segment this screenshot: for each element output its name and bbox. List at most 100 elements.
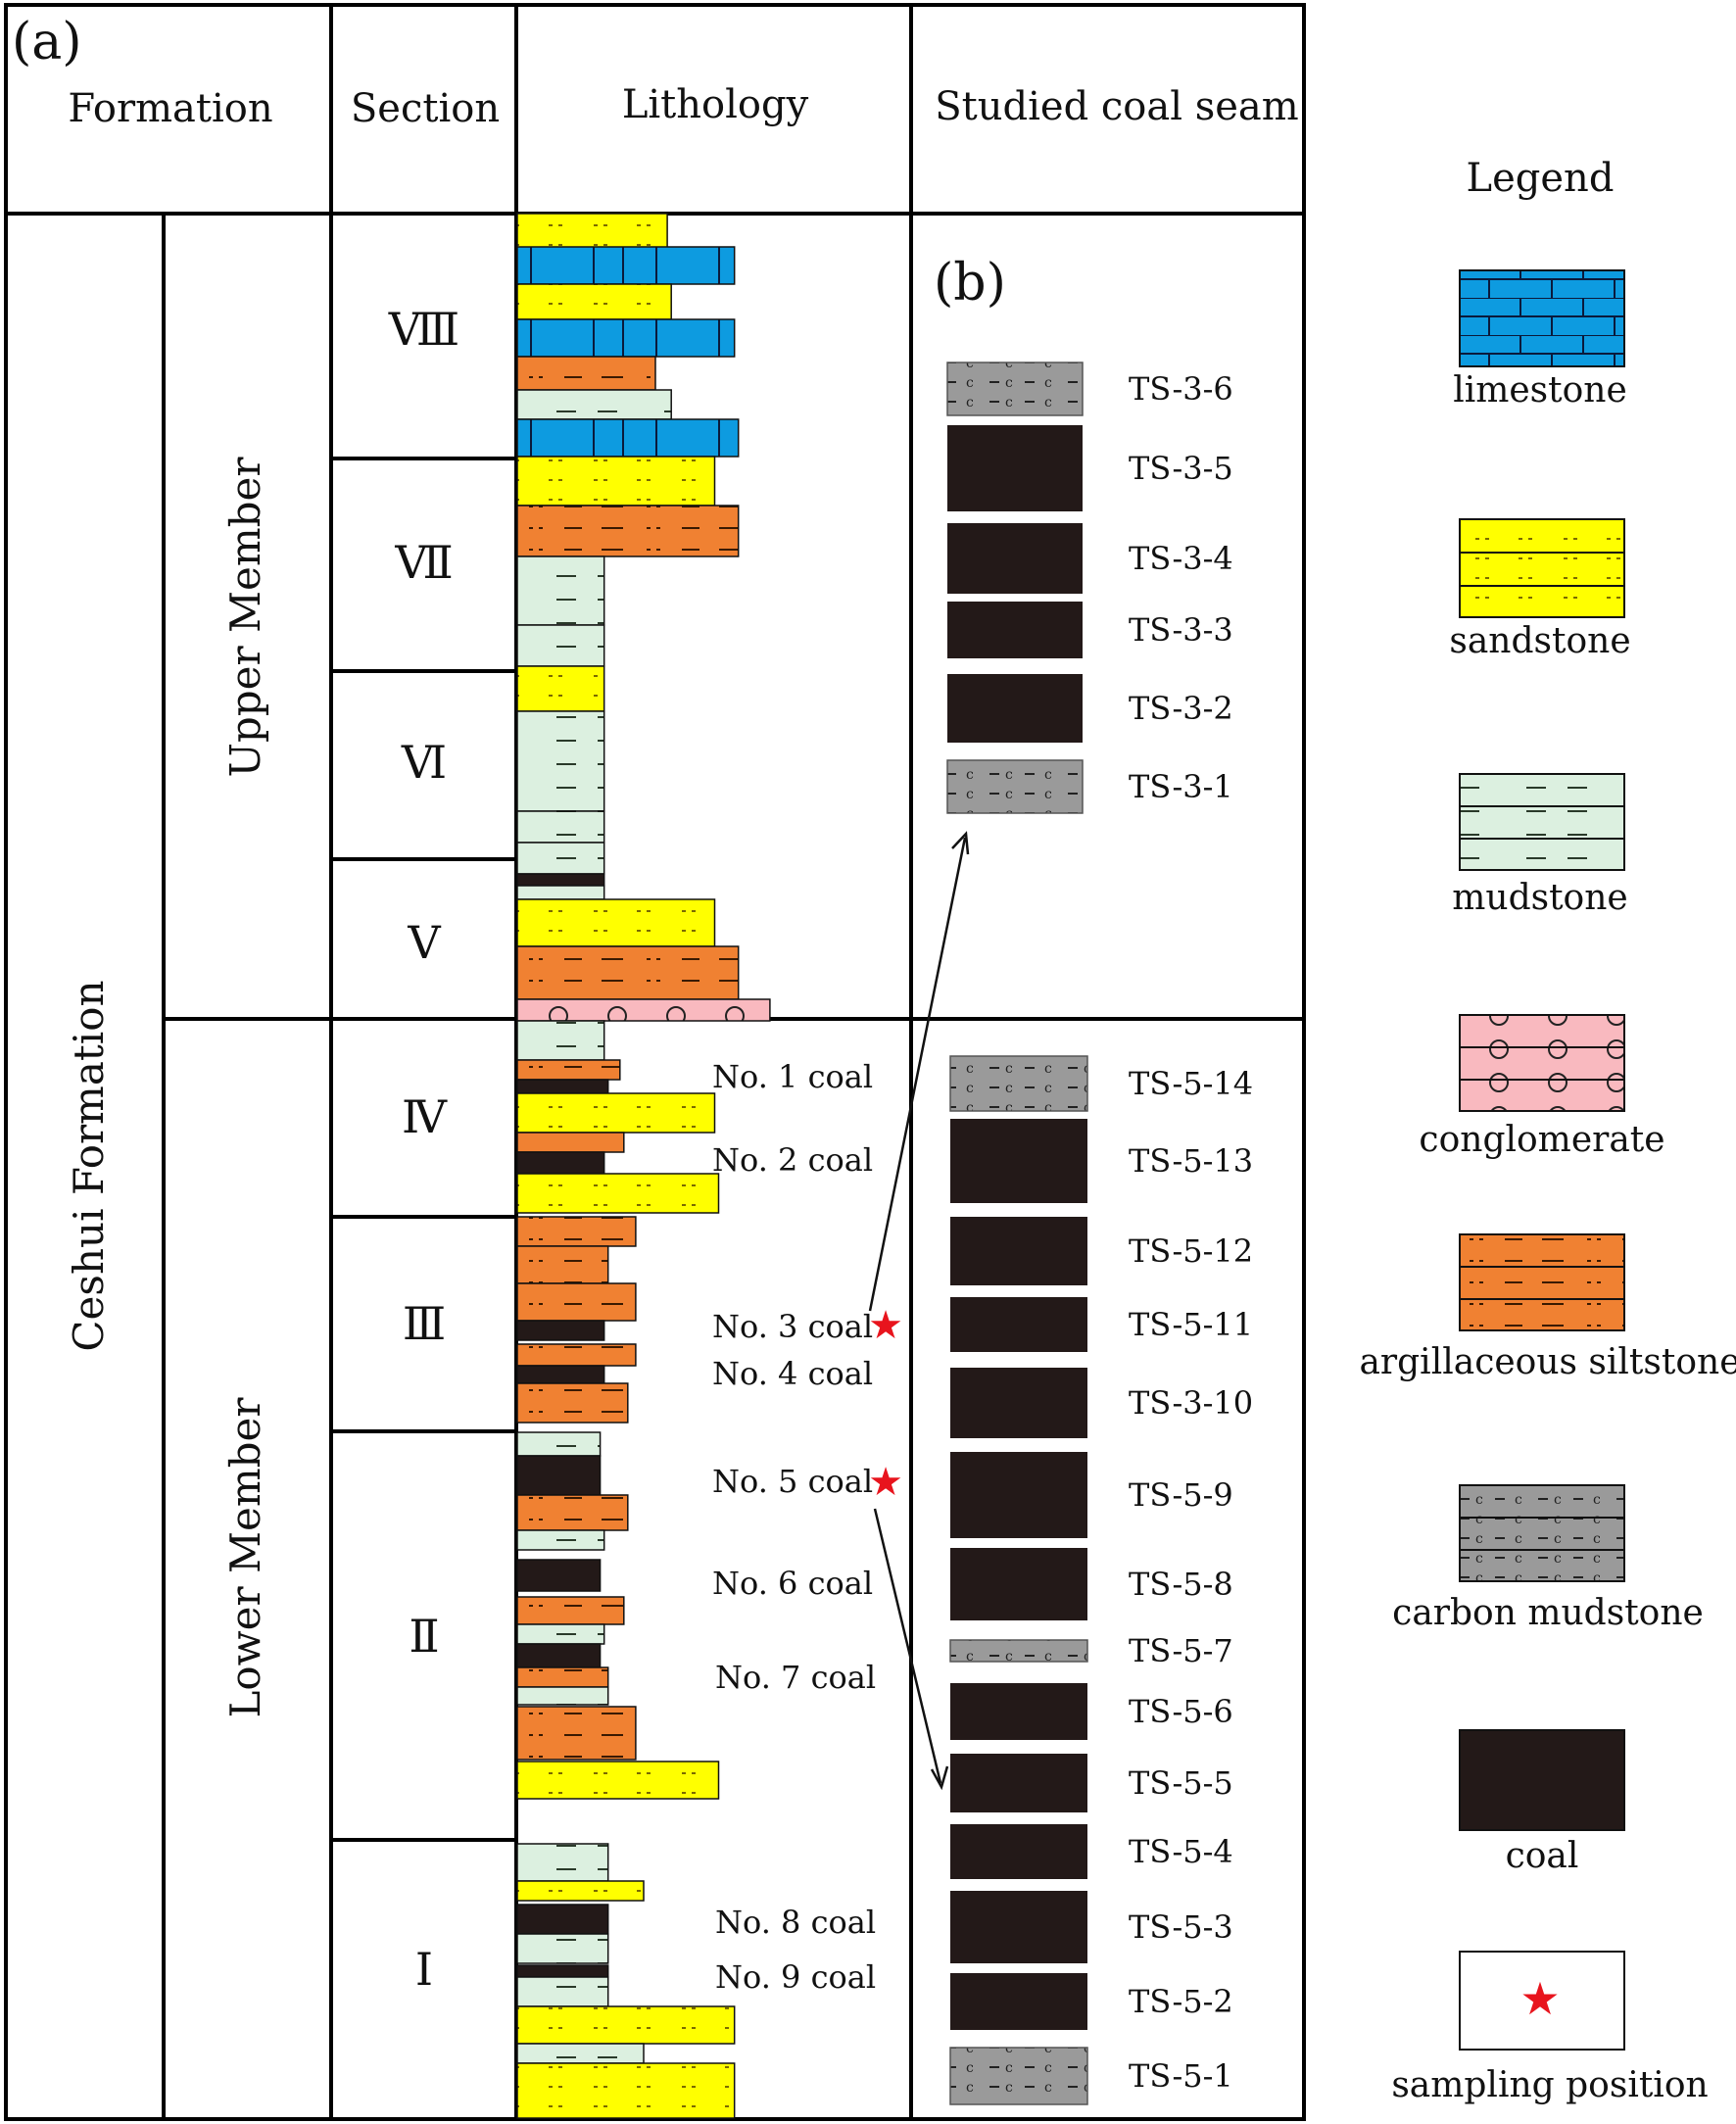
ts5-sample-label: TS-5-9: [1129, 1476, 1233, 1514]
lithology-layer-argillaceous-siltstone: [516, 505, 740, 557]
legend-label-conglomerate: conglomerate: [1419, 1120, 1664, 1160]
section-label-viii: Ⅷ: [388, 303, 459, 356]
ts5-sample-label: TS-5-11: [1129, 1306, 1253, 1343]
lithology-layer-coal: [516, 1365, 605, 1384]
legend-label-limestone: limestone: [1453, 370, 1627, 410]
coal-label-no3: No. 3 coal: [712, 1308, 873, 1345]
lithology-layer-sandstone: [516, 898, 716, 947]
lithology-layer-mudstone: [516, 1933, 609, 1964]
header-row: (a) Formation Section Lithology Studied …: [12, 13, 1299, 131]
lithology-layer-mudstone: [516, 885, 605, 900]
section-label-vii: Ⅶ: [394, 536, 453, 589]
lithology-layer-sandstone: [516, 2005, 736, 2045]
coal-label-no4: No. 4 coal: [712, 1355, 873, 1392]
lithology-layer-coal: [516, 1320, 605, 1341]
coal-label-no8: No. 8 coal: [715, 1904, 876, 1941]
legend-swatch-argillaceous-siltstone: [1459, 1233, 1625, 1331]
lithology-layer-mudstone: [516, 1529, 605, 1551]
legend: Legend limestone sandstone mudstone cong…: [1359, 156, 1736, 2105]
legend-swatch-conglomerate: [1459, 1014, 1625, 1112]
ts5-sample-ts-5-3-coal: [950, 1891, 1087, 1963]
ts5-sample-ts-5-1-carbon-mudstone: [949, 2047, 1088, 2105]
header-section: Section: [351, 86, 500, 131]
lithology-layer-argillaceous-siltstone: [516, 1216, 637, 1247]
ts3-sample-ts-3-6-carbon-mudstone: [946, 362, 1084, 416]
coal-label-no6: No. 6 coal: [712, 1565, 873, 1602]
lithology-layer-argillaceous-siltstone: [516, 1666, 609, 1688]
section-labels: Ⅷ Ⅶ Ⅵ Ⅴ Ⅳ Ⅲ Ⅱ Ⅰ: [388, 303, 459, 1996]
arrow-no3-to-ts3: [868, 837, 967, 1312]
lithology-layer-sandstone: [516, 283, 672, 320]
panel-label-a: (a): [12, 13, 82, 72]
ts5-sample-ts-5-13-coal: [950, 1119, 1087, 1203]
lithology-layer-coal: [516, 1151, 605, 1175]
legend-swatch-carbon-mudstone: [1459, 1484, 1625, 1582]
lithology-layer-mudstone: [516, 624, 605, 667]
lithology-layer-argillaceous-siltstone: [516, 1706, 637, 1761]
lithology-layer-limestone: [516, 318, 736, 358]
ts5-sample-ts-5-8-coal: [950, 1548, 1087, 1620]
section-label-vi: Ⅵ: [401, 736, 447, 789]
ts5-sample-label: TS-5-12: [1129, 1232, 1253, 1270]
legend-label-coal: coal: [1506, 1836, 1579, 1876]
ts3-sample-ts-3-5-coal: [947, 425, 1083, 511]
lithology-layer-mudstone: [516, 389, 672, 420]
lithology-layer-argillaceous-siltstone: [516, 1343, 637, 1367]
sampling-star-no5: ★: [868, 1460, 903, 1505]
lithology-layer-argillaceous-siltstone: [516, 356, 656, 391]
coal-label-no9: No. 9 coal: [715, 1958, 876, 1996]
legend-item-argillaceous-siltstone: argillaceous siltstone: [1359, 1233, 1736, 1382]
lithology-layer-coal: [516, 1964, 609, 1978]
lithology-layer-sandstone: [516, 665, 605, 712]
ts3-sample-label: TS-3-3: [1129, 611, 1233, 649]
legend-label-sandstone: sandstone: [1449, 621, 1630, 661]
header-formation: Formation: [68, 86, 272, 131]
ts3-sample-label: TS-3-1: [1129, 768, 1233, 805]
lithology-layer-conglomerate: [516, 998, 771, 1022]
ts5-sample-label: TS-5-13: [1129, 1142, 1253, 1180]
legend-label-mudstone: mudstone: [1452, 878, 1627, 918]
section-label-iv: Ⅳ: [402, 1090, 448, 1143]
arrowhead-ts3: [951, 831, 970, 855]
ts3-sample-ts-3-4-coal: [947, 523, 1083, 594]
legend-title: Legend: [1467, 156, 1615, 201]
lithology-layer-argillaceous-siltstone: [516, 1382, 629, 1424]
ts5-sample-ts-5-4-coal: [950, 1824, 1087, 1879]
ts3-sample-label: TS-3-2: [1129, 690, 1233, 727]
panel-label-b: (b): [934, 254, 1006, 313]
arrowhead-ts5: [930, 1765, 949, 1791]
lithology-layer-mudstone: [516, 842, 605, 875]
lithology-layer-mudstone: [516, 710, 605, 812]
lithology-layer-mudstone: [516, 810, 605, 844]
ts3-sample-ts-3-3-coal: [947, 602, 1083, 658]
ts3-sample-ts-3-2-coal: [947, 674, 1083, 743]
lithology-layer-argillaceous-siltstone: [516, 1596, 625, 1625]
lithology-layer-sandstone: [516, 1761, 720, 1800]
lithology-layer-coal: [516, 1455, 602, 1496]
member-upper: Upper Member: [221, 457, 269, 778]
table-frame: [4, 3, 1306, 2121]
legend-label-argillaceous-siltstone: argillaceous siltstone: [1359, 1342, 1736, 1382]
lithology-layer-coal: [516, 1079, 609, 1094]
lithology-layer-sandstone: [516, 2062, 736, 2119]
legend-item-mudstone: mudstone: [1452, 773, 1628, 918]
lithology-layer-coal: [516, 1559, 602, 1592]
ts3-sample-ts-3-1-carbon-mudstone: [946, 759, 1084, 814]
lithology-layer-mudstone: [516, 1976, 609, 2007]
ts5-sample-label: TS-5-3: [1129, 1908, 1233, 1946]
lithology-layer-argillaceous-siltstone: [516, 1245, 609, 1284]
lithology-layer-sandstone: [516, 1092, 716, 1134]
ts5-sample-label: TS-5-4: [1129, 1833, 1233, 1870]
ts5-sample-ts-5-9-coal: [950, 1452, 1087, 1538]
lithology-layer-sandstone: [516, 1173, 720, 1214]
ts5-sample-label: TS-5-8: [1129, 1566, 1233, 1603]
section-label-i: Ⅰ: [415, 1943, 433, 1996]
lithology-layer-sandstone: [516, 213, 668, 250]
ts5-sample-label: TS-3-10: [1129, 1384, 1253, 1422]
lithology-layer-mudstone: [516, 1623, 605, 1645]
legend-swatch-coal: [1459, 1729, 1625, 1831]
ts5-sample-label: TS-5-2: [1129, 1983, 1233, 2020]
coal-label-no2: No. 2 coal: [712, 1141, 873, 1179]
